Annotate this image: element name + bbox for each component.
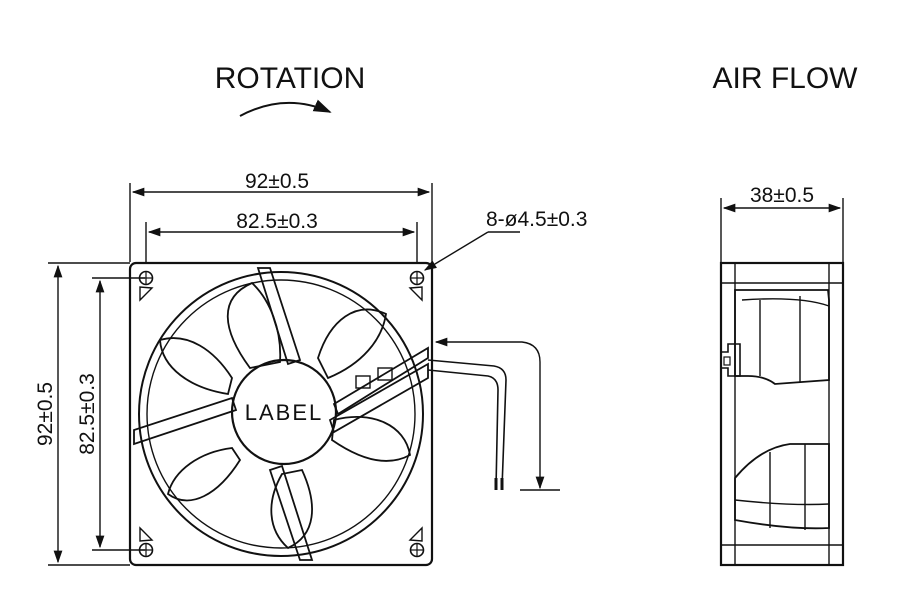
fan-venturi-outer	[138, 271, 424, 557]
hole-pitch-width-label: 82.5±0.3	[236, 210, 318, 233]
lead-length-dimension	[434, 337, 560, 491]
overall-width-label: 92±0.5	[245, 170, 309, 193]
fan-side-view: 38±0.5	[719, 184, 845, 567]
mounting-hole-icon	[409, 542, 425, 558]
side-frame-outline	[719, 261, 845, 567]
mounting-hole-icon	[138, 270, 154, 286]
fan-hub	[230, 358, 338, 466]
rotation-heading: ROTATION	[215, 62, 366, 95]
fan-venturi-inner	[146, 279, 416, 549]
fan-front-view: 92±0.5 82.5±0.3 8-ø4.5±0.3 92±0.5 82.5±	[34, 170, 587, 567]
corner-pads	[139, 286, 423, 542]
depth-label: 38±0.5	[750, 184, 814, 207]
depth-dimension: 38±0.5	[720, 184, 844, 265]
rotation-arrow	[239, 99, 332, 117]
mounting-holes-callout: 8-ø4.5±0.3	[423, 208, 587, 271]
hole-pitch-width-dimension: 82.5±0.3	[145, 210, 418, 262]
air-flow-heading: AIR FLOW	[712, 62, 858, 95]
hole-pitch-height-dimension: 82.5±0.3	[76, 277, 145, 551]
fan-blades	[159, 281, 411, 550]
side-connector-tab	[721, 343, 741, 377]
hub-label: LABEL	[245, 400, 324, 425]
fan-frame-outline	[128, 261, 434, 567]
side-upper-housing	[734, 289, 830, 385]
side-lower-housing	[734, 443, 830, 530]
mounting-holes-label: 8-ø4.5±0.3	[486, 208, 587, 231]
mounting-hole-icon	[409, 270, 425, 286]
overall-height-label: 92±0.5	[34, 382, 57, 446]
mounting-hole-icon	[138, 542, 154, 558]
overall-width-dimension: 92±0.5	[129, 170, 433, 262]
overall-height-dimension: 92±0.5	[34, 262, 130, 566]
mounting-hole-icons	[138, 270, 425, 558]
hole-pitch-height-label: 82.5±0.3	[76, 373, 99, 455]
